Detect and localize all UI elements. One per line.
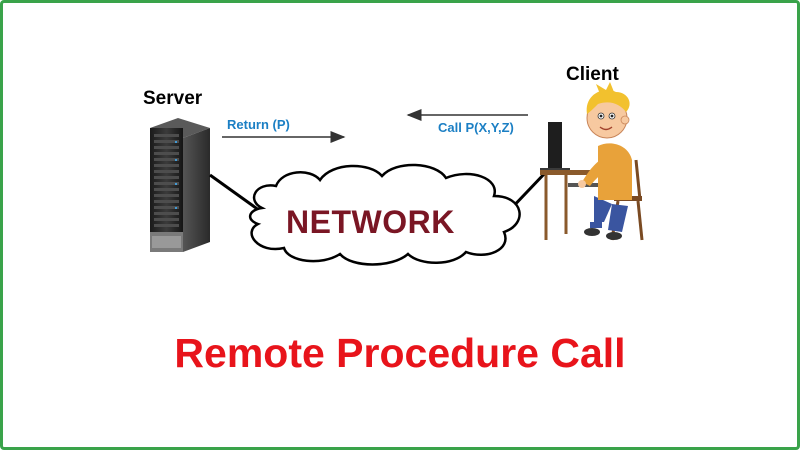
server-label: Server (143, 88, 203, 109)
client-icon (540, 82, 644, 241)
network-cloud-icon (249, 163, 521, 266)
call-arrow-label: Call P(X,Y,Z) (438, 120, 514, 135)
network-label: NETWORK (286, 204, 455, 240)
return-arrow-label: Return (P) (227, 117, 290, 132)
server-network-link (209, 173, 264, 215)
client-label: Client (566, 64, 619, 85)
diagram-title: Remote Procedure Call (174, 330, 626, 376)
server-icon (150, 118, 210, 252)
